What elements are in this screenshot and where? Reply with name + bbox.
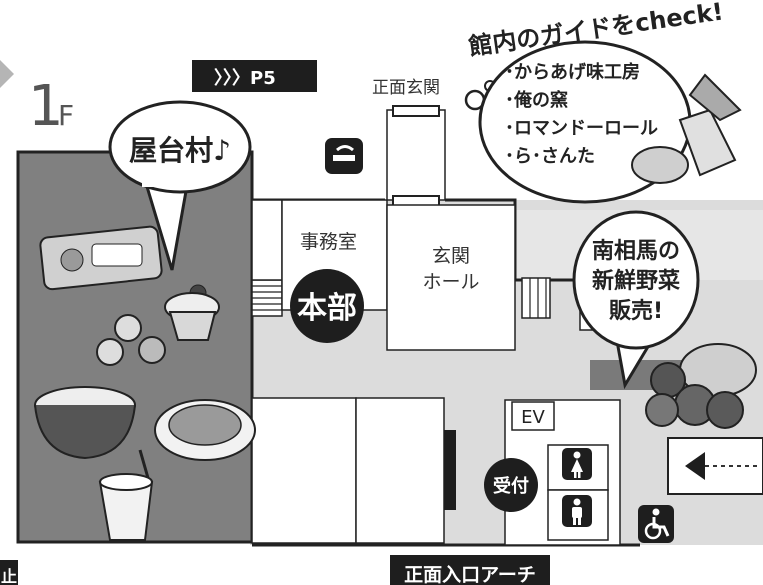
floor-marker-arrow <box>0 60 14 88</box>
veg-bubble-line-3: 販売! <box>609 298 663 324</box>
hq-label: 本部 <box>297 291 357 326</box>
hq-badge <box>290 269 364 343</box>
guide-item-2: ･俺の窯 <box>505 89 568 111</box>
noodle-bowl-illustration <box>34 386 136 460</box>
curry-plate-illustration <box>154 399 256 461</box>
entrance-door-top <box>392 105 440 117</box>
veg-bubble-line-1: 南相馬の <box>592 239 680 264</box>
entrance-corridor <box>386 109 446 201</box>
fried-chicken-illustration <box>631 73 742 184</box>
hall-label-1: 玄関 <box>432 245 470 267</box>
female-restroom-icon <box>562 448 592 480</box>
stairs-right <box>521 277 551 319</box>
reception-badge <box>484 458 538 512</box>
left-tag: 止 <box>1 567 17 585</box>
wheelchair-icon <box>638 505 674 543</box>
office-label: 事務室 <box>300 231 357 253</box>
ev-label: EV <box>521 407 545 428</box>
male-restroom-icon <box>562 495 592 527</box>
drink-cup-illustration <box>98 449 154 541</box>
shop-room-2 <box>355 397 445 544</box>
left-tag-box <box>0 560 18 585</box>
smoking-cigarette <box>333 155 355 161</box>
guide-item-1: ･からあげ味工房 <box>505 61 640 83</box>
veg-bubble <box>572 210 700 390</box>
page-tab-label: 〉〉〉P5 <box>214 68 276 89</box>
bento-illustration <box>39 225 163 291</box>
arch-label-box <box>390 555 550 585</box>
ev-box <box>511 401 555 431</box>
vegetables-illustration <box>645 343 757 429</box>
page-tab[interactable] <box>192 60 317 92</box>
veg-bubble-line-2: 新鮮野菜 <box>592 268 680 294</box>
guide-item-4: ･ら･さんた <box>505 146 595 167</box>
hall-label-2: ホール <box>422 271 479 293</box>
black-counter <box>444 430 456 510</box>
guide-item-3: ･ロマンドーロール <box>505 118 658 139</box>
front-entrance-label: 正面玄関 <box>372 78 440 98</box>
yatai-bubble <box>108 100 252 271</box>
arch-label: 正面入口アーチ <box>404 564 536 585</box>
entrance-hall <box>386 204 516 351</box>
stairs-lines <box>252 285 282 311</box>
cupcake-illustration <box>164 284 220 341</box>
yatai-bubble-text: 屋台村♪ <box>129 134 231 167</box>
room-left-small <box>251 199 283 281</box>
shop-room-1 <box>251 397 357 544</box>
floor-unit: F <box>58 99 74 132</box>
floor-number: 1 <box>28 74 64 139</box>
cookies-illustration <box>96 314 166 366</box>
entrance-arrow-icon <box>685 452 760 480</box>
smoking-smoke <box>336 145 354 152</box>
reception-label: 受付 <box>493 475 529 497</box>
stairs-right-lines <box>529 278 547 318</box>
